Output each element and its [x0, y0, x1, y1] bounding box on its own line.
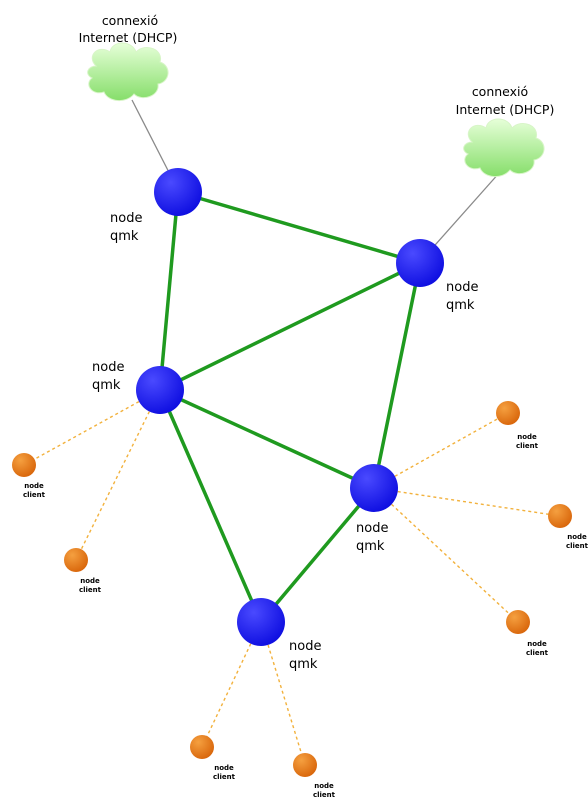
client-node	[548, 504, 572, 528]
node-label: node	[92, 360, 124, 375]
node-label: node	[446, 280, 478, 295]
client-link	[373, 412, 509, 489]
qmk-node	[396, 239, 444, 287]
client-link	[373, 487, 519, 623]
client-node	[64, 548, 88, 572]
node-label: qmk	[289, 657, 318, 672]
internet-label-2b: Internet (DHCP)	[456, 102, 555, 117]
node-label: qmk	[356, 539, 385, 554]
client-label: node	[24, 482, 44, 490]
client-node	[12, 453, 36, 477]
qmk-node	[350, 464, 398, 512]
client-node	[506, 610, 530, 634]
client-node	[496, 401, 520, 425]
client-label: client	[23, 491, 46, 499]
client-link	[373, 487, 561, 517]
qmk-node	[136, 366, 184, 414]
client-link	[201, 621, 262, 748]
mesh-link	[176, 190, 422, 265]
mesh-link	[158, 190, 180, 392]
client-label: client	[213, 773, 236, 781]
internet-label-1b: Internet (DHCP)	[79, 30, 178, 45]
node-label: node	[356, 521, 388, 536]
node-label: qmk	[110, 229, 139, 244]
client-label: node	[80, 577, 100, 585]
internet-cloud-icon	[463, 118, 545, 177]
node-label: node	[110, 211, 142, 226]
qmk-node	[154, 168, 202, 216]
client-link	[260, 621, 306, 766]
client-label: client	[79, 586, 102, 594]
node-label: node	[289, 639, 321, 654]
client-link	[23, 389, 161, 466]
node-label: qmk	[446, 298, 475, 313]
client-label: client	[313, 791, 336, 799]
internet-cloud-icon	[87, 42, 169, 101]
node-label: qmk	[92, 378, 121, 393]
mesh-link	[372, 261, 422, 490]
client-label: client	[566, 542, 588, 550]
internet-label-2a: connexió	[472, 84, 528, 99]
mesh-link	[158, 388, 263, 624]
internet-label-1a: connexió	[102, 13, 158, 28]
client-label: client	[516, 442, 539, 450]
client-label: node	[214, 764, 234, 772]
client-node	[293, 753, 317, 777]
client-label: node	[527, 640, 547, 648]
client-link	[75, 389, 161, 561]
client-label: node	[567, 533, 587, 541]
qmk-node	[237, 598, 285, 646]
mesh-link	[259, 486, 376, 624]
mesh-link	[158, 261, 422, 392]
client-node	[190, 735, 214, 759]
client-label: client	[526, 649, 549, 657]
mesh-link	[158, 388, 376, 490]
client-label: node	[517, 433, 537, 441]
client-label: node	[314, 782, 334, 790]
